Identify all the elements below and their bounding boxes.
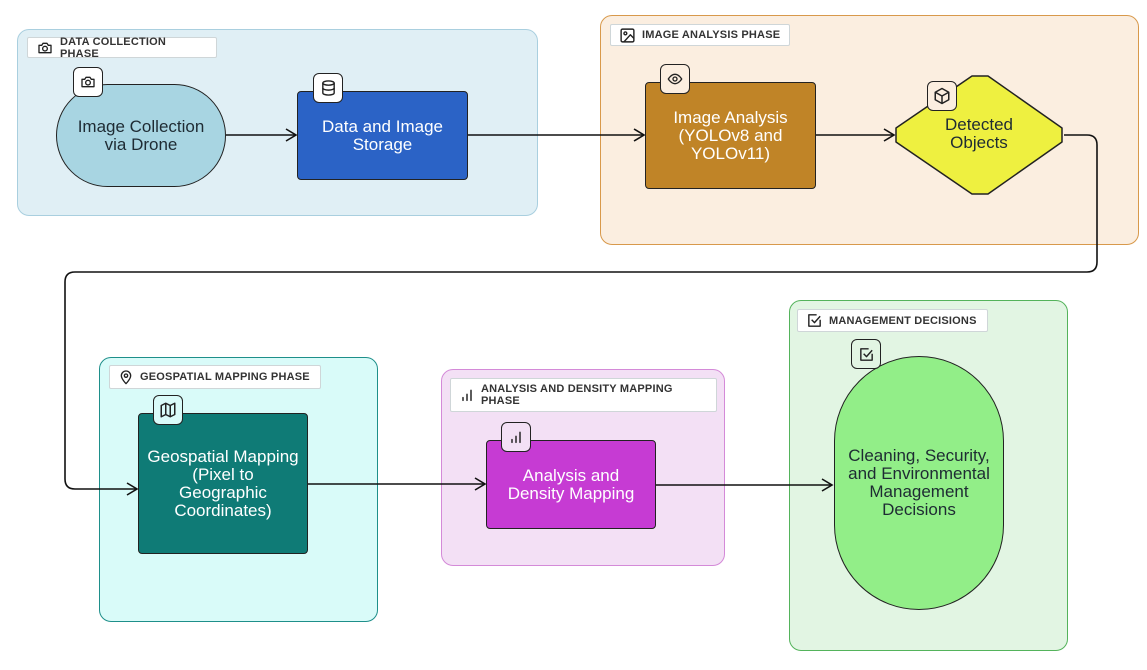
arrow-detected-to-geospatial <box>64 134 1098 496</box>
database-icon <box>321 80 335 96</box>
badge-geospatial-mapping <box>153 395 183 425</box>
node-label: Image Collection via Drone <box>77 116 205 154</box>
badge-density-mapping <box>501 422 531 452</box>
phase-label-data-collection: DATA COLLECTION PHASE <box>27 35 217 60</box>
node-decisions: Cleaning, Security, and Environmental Ma… <box>834 356 1004 610</box>
badge-data-storage <box>313 73 343 103</box>
bar-chart-icon <box>511 431 521 444</box>
node-data-storage: Data and Image Storage <box>297 91 468 180</box>
node-label: Detected Objects <box>944 115 1014 152</box>
checkbox-icon <box>808 314 821 327</box>
node-label: Data and Image Storage <box>322 116 443 154</box>
eye-icon <box>667 73 683 85</box>
node-label: Cleaning, Security, and Environmental Ma… <box>848 446 990 519</box>
phase-title: ANALYSIS AND DENSITY MAPPING PHASE <box>481 383 673 407</box>
bar-chart-icon <box>462 389 472 402</box>
node-geospatial-mapping: Geospatial Mapping (Pixel to Geographic … <box>138 413 308 554</box>
phase-title: GEOSPATIAL MAPPING PHASE <box>140 371 310 383</box>
map-icon <box>160 402 176 418</box>
badge-image-analysis <box>660 64 690 94</box>
badge-decisions <box>851 339 881 369</box>
node-detected-objects: Detected Objects <box>912 110 1046 158</box>
node-image-collection: Image Collection via Drone <box>56 84 226 187</box>
image-icon <box>620 27 635 43</box>
phase-title: IMAGE ANALYSIS PHASE <box>642 29 781 41</box>
badge-image-collection <box>73 67 103 97</box>
checkbox-icon <box>859 347 873 361</box>
camera-icon <box>81 76 95 88</box>
map-pin-icon <box>120 370 132 385</box>
node-label: Analysis and Density Mapping <box>507 465 635 503</box>
phase-title: DATA COLLECTION PHASE <box>60 35 167 60</box>
phase-label-geospatial-mapping: GEOSPATIAL MAPPING PHASE <box>109 365 321 389</box>
phase-label-density-mapping: ANALYSIS AND DENSITY MAPPING PHASE <box>450 378 717 412</box>
node-label: Image Analysis (YOLOv8 and YOLOv11) <box>673 107 788 163</box>
node-density-mapping: Analysis and Density Mapping <box>486 440 656 529</box>
node-image-analysis: Image Analysis (YOLOv8 and YOLOv11) <box>645 82 816 189</box>
badge-detected-objects <box>927 81 957 111</box>
camera-icon <box>38 42 52 53</box>
node-label: Geospatial Mapping (Pixel to Geographic … <box>147 446 299 520</box>
cube-icon <box>934 87 950 105</box>
phase-title: MANAGEMENT DECISIONS <box>829 314 977 327</box>
phase-label-image-analysis: IMAGE ANALYSIS PHASE <box>610 24 790 46</box>
phase-label-management-decisions: MANAGEMENT DECISIONS <box>797 309 988 332</box>
